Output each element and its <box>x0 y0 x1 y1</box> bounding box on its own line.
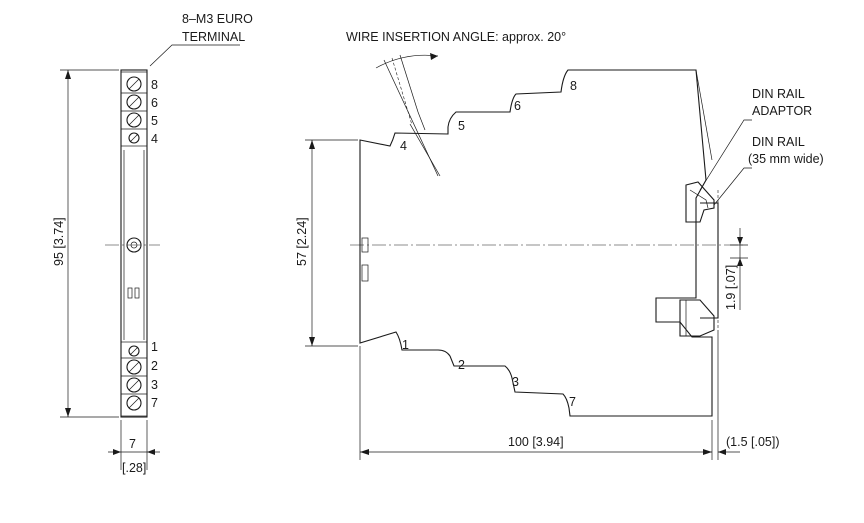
terminal-note-leader <box>149 44 240 67</box>
side-terminal-top-1: 4 <box>400 139 407 153</box>
slot-right <box>134 287 140 299</box>
overall-height-label: 95 [3.74] <box>52 217 66 266</box>
front-terminal-bottom-2: 2 <box>151 359 158 373</box>
din-adaptor-label-line2: ADAPTOR <box>752 104 812 118</box>
front-terminal-top-1: 8 <box>151 78 158 92</box>
front-terminal-bottom-3: 3 <box>151 378 158 392</box>
side-terminal-top-3: 6 <box>514 99 521 113</box>
module-width-dimension <box>108 420 160 470</box>
side-terminal-bottom-2: 2 <box>458 358 465 372</box>
din-adaptor-label-line1: DIN RAIL <box>752 87 805 101</box>
wire-insertion-angle <box>375 53 441 177</box>
top-terminal-screws <box>120 71 148 147</box>
depth-dimension <box>359 330 740 460</box>
body-height-dimension <box>305 139 358 347</box>
front-terminal-top-3: 5 <box>151 114 158 128</box>
wire-angle-label: WIRE INSERTION ANGLE: approx. 20° <box>346 30 566 44</box>
front-terminal-top-2: 6 <box>151 96 158 110</box>
din-rail-leader <box>713 167 752 206</box>
front-terminal-top-4: 4 <box>151 132 158 146</box>
side-view: WIRE INSERTION ANGLE: approx. 20° <box>295 30 824 460</box>
din-rail-adaptor <box>679 181 715 337</box>
rail-center-label: 1.9 [.07] <box>724 265 738 310</box>
din-adaptor-leader <box>699 119 752 191</box>
width-label: 7 <box>129 437 136 451</box>
depth-label: 100 [3.94] <box>508 435 564 449</box>
din-rail-label-line1: DIN RAIL <box>752 135 805 149</box>
terminal-note-line1: 8–M3 EURO <box>182 12 253 26</box>
front-view: 8–M3 EURO TERMINAL <box>52 12 253 475</box>
front-terminal-bottom-1: 1 <box>151 340 158 354</box>
front-terminal-bottom-4: 7 <box>151 396 158 410</box>
side-terminal-bottom-1: 1 <box>402 338 409 352</box>
side-terminal-top-4: 8 <box>570 79 577 93</box>
body-height-label: 57 [2.24] <box>295 217 309 266</box>
rail-center-dimension <box>730 228 748 310</box>
side-terminal-bottom-4: 7 <box>569 395 576 409</box>
pin-lower <box>361 264 369 282</box>
overall-height-dimension <box>60 69 119 418</box>
din-rail <box>700 190 719 330</box>
front-module-body <box>120 69 148 418</box>
din-rail-label-line2: (35 mm wide) <box>748 152 824 166</box>
pin-upper <box>361 237 369 253</box>
side-terminal-bottom-3: 3 <box>512 375 519 389</box>
terminal-note-line2: TERMINAL <box>182 30 245 44</box>
width-label-inch: [.28] <box>122 461 146 475</box>
slot-left <box>127 287 133 299</box>
rail-offset-label: (1.5 [.05]) <box>726 435 780 449</box>
side-terminal-top-2: 5 <box>458 119 465 133</box>
bottom-terminal-screws <box>120 341 148 417</box>
